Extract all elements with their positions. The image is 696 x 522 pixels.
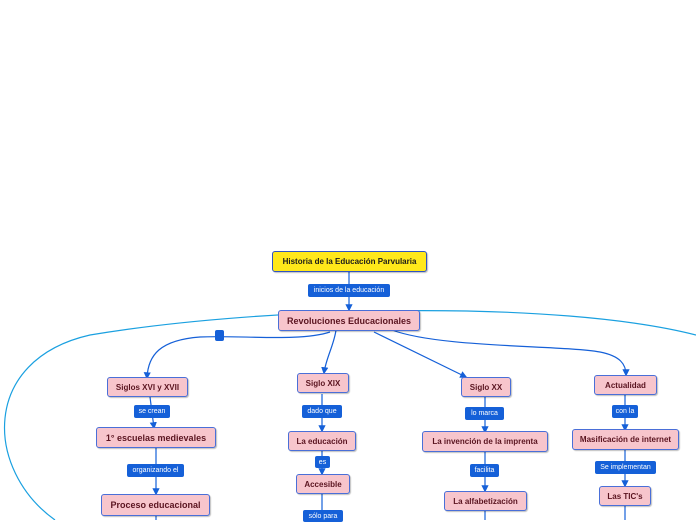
node-la-educacion[interactable]: La educación	[288, 431, 356, 451]
node-proceso-educacional[interactable]: Proceso educacional	[101, 494, 210, 516]
connector-center-b1	[143, 331, 331, 380]
node-siglo-xix[interactable]: Siglo XIX	[297, 373, 349, 393]
branch-collapse-handle[interactable]	[215, 330, 224, 341]
connector-center-b2	[321, 329, 337, 375]
node-alfabetizacion[interactable]: La alfabetización	[444, 491, 527, 511]
label-facilita[interactable]: facilita	[470, 464, 499, 477]
label-es[interactable]: es	[315, 456, 330, 468]
boundary-outline	[3, 309, 696, 520]
label-dado-que[interactable]: dado que	[302, 405, 342, 418]
node-invencion-imprenta[interactable]: La invención de la imprenta	[422, 431, 548, 452]
label-se-implementan[interactable]: Se implementan	[595, 461, 656, 474]
center-node[interactable]: Revoluciones Educacionales	[278, 310, 420, 331]
connector-center-b4	[391, 329, 630, 377]
node-las-tics[interactable]: Las TIC's	[599, 486, 651, 506]
root-node[interactable]: Historia de la Educación Parvularia	[272, 251, 427, 272]
label-organizando-el[interactable]: organizando el	[127, 464, 184, 477]
root-link-label[interactable]: inicios de la educación	[308, 284, 390, 297]
connector-center-b3	[373, 331, 468, 378]
node-masificacion-internet[interactable]: Masificación de internet	[572, 429, 679, 450]
label-lo-marca[interactable]: lo marca	[465, 407, 504, 420]
node-siglos-xvi-xvii[interactable]: Siglos XVI y XVII	[107, 377, 188, 397]
label-con-la[interactable]: con la	[612, 405, 638, 418]
node-escuelas-medievales[interactable]: 1° escuelas medievales	[96, 427, 216, 448]
node-actualidad[interactable]: Actualidad	[594, 375, 657, 395]
node-accesible[interactable]: Accesible	[296, 474, 350, 494]
label-se-crean[interactable]: se crean	[134, 405, 170, 418]
node-siglo-xx[interactable]: Siglo XX	[461, 377, 511, 397]
label-solo-para[interactable]: sólo para	[303, 510, 343, 522]
